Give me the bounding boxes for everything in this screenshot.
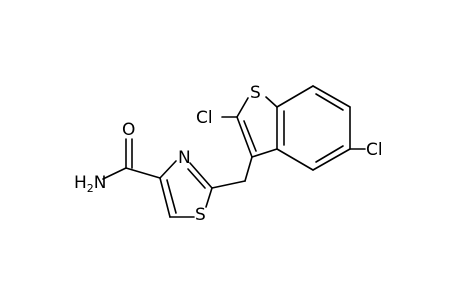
bond-n3-c4 <box>159 160 177 179</box>
bonds <box>102 85 366 218</box>
atom-s-thiazole: S <box>195 205 206 225</box>
bond-c4-camide <box>125 167 161 179</box>
bond-c7-c6-inner <box>315 93 344 111</box>
atom-o-carbonyl: O <box>122 120 135 140</box>
bond-c2-c3-inner <box>243 120 257 152</box>
atom-cl-2: Cl <box>196 108 213 128</box>
bond-c2thz-n3-inner <box>187 168 206 189</box>
atom-n-thiazole: N <box>178 148 191 168</box>
atom-nh2: H2N <box>74 173 107 195</box>
bond-c2thz-n3 <box>189 162 213 189</box>
amide-subscript: 2 <box>87 182 94 195</box>
bond-ch2-c2thz <box>211 180 246 189</box>
bond-c5-c4-inner <box>315 145 344 163</box>
bond-c2-c3 <box>236 116 253 158</box>
bond-c4-c5-inner <box>166 179 177 214</box>
bond-c3-c3a <box>251 148 278 158</box>
bond-c4-c3a <box>276 148 314 171</box>
bond-c7-c6 <box>312 85 351 108</box>
bond-camide-n <box>102 167 127 180</box>
bond-c7a-s <box>265 96 278 108</box>
atom-s-thiophene: S <box>250 83 261 103</box>
atom-labels: S Cl Cl O N S H2N <box>74 83 383 225</box>
bond-s-c2 <box>236 97 249 118</box>
amide-n: N <box>94 173 107 193</box>
amide-h: H <box>74 173 87 193</box>
bond-c3-ch2 <box>244 156 253 182</box>
bond-c4-c5 <box>159 177 171 218</box>
bond-s1-c2thz <box>205 187 213 208</box>
bond-c7a-c7 <box>276 85 314 108</box>
bond-c5-c4 <box>312 148 351 171</box>
atom-cl-5: Cl <box>366 140 383 160</box>
